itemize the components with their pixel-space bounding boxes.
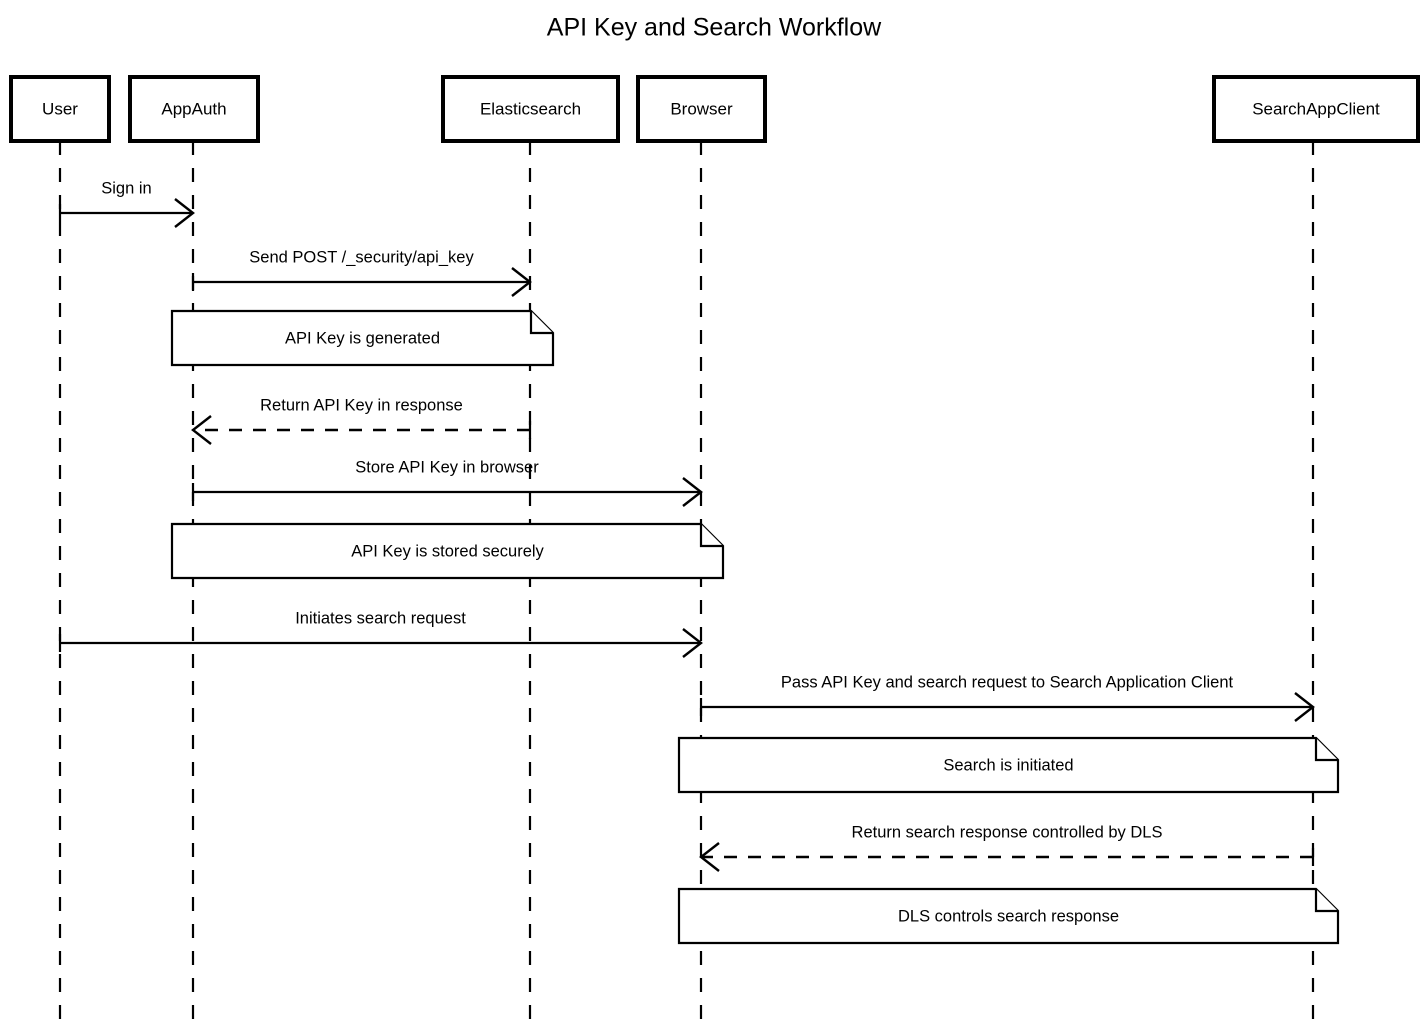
message-label-m5: Initiates search request: [295, 609, 466, 627]
message-m3: Return API Key in response: [191, 396, 532, 445]
note-fold-corner-n3: [1314, 738, 1338, 762]
message-label-m6: Pass API Key and search request to Searc…: [781, 673, 1234, 691]
participant-elastic[interactable]: Elasticsearch: [441, 75, 620, 143]
participant-box-appauth: [128, 75, 260, 143]
participant-label-elastic: Elasticsearch: [480, 99, 581, 118]
note-label-n1: API Key is generated: [285, 329, 440, 347]
message-label-m4: Store API Key in browser: [355, 458, 539, 476]
note-body-n3: [677, 736, 1340, 794]
participant-label-searchapp: SearchAppClient: [1252, 99, 1380, 118]
message-arrowhead-m6: [1294, 692, 1315, 722]
note-fold-corner-n4: [1314, 889, 1338, 913]
page-title: API Key and Search Workflow: [547, 14, 882, 42]
participant-label-user: User: [42, 99, 78, 118]
participant-label-appauth: AppAuth: [161, 99, 226, 118]
message-arrowhead-m4: [682, 477, 703, 507]
participant-searchapp[interactable]: SearchAppClient: [1212, 75, 1420, 143]
participant-label-browser: Browser: [670, 99, 733, 118]
participant-box-browser: [636, 75, 767, 143]
message-arrowhead-m5: [682, 628, 703, 658]
participant-box-elastic: [441, 75, 620, 143]
participant-user[interactable]: User: [9, 75, 111, 143]
participants-layer: User AppAuth Elasticsearch Browser SearchApp…: [9, 75, 1420, 143]
note-label-n4: DLS controls search response: [898, 907, 1119, 925]
message-m5: Initiates search request: [58, 609, 703, 658]
message-label-m2: Send POST /_security/api_key: [249, 248, 474, 266]
note-n4: DLS controls search response: [677, 887, 1340, 945]
participant-appauth[interactable]: AppAuth: [128, 75, 260, 143]
participant-box-searchapp: [1212, 75, 1420, 143]
note-label-n2: API Key is stored securely: [351, 542, 544, 560]
message-arrowhead-m1: [174, 198, 195, 228]
message-label-m7: Return search response controlled by DLS: [852, 823, 1163, 841]
message-arrowhead-m7: [699, 842, 720, 872]
message-m7: Return search response controlled by DLS: [699, 823, 1315, 872]
note-body-n2: [170, 522, 725, 580]
message-m6: Pass API Key and search request to Searc…: [699, 673, 1315, 722]
note-n3: Search is initiated: [677, 736, 1340, 794]
message-label-m1: Sign in: [101, 179, 151, 197]
note-body-n1: [170, 309, 555, 367]
messages-layer: Sign in Send POST /_security/api_keyRetur…: [58, 179, 1315, 872]
note-fold-corner-n1: [529, 311, 553, 335]
participant-box-user: [9, 75, 111, 143]
note-label-n3: Search is initiated: [943, 756, 1073, 774]
participant-browser[interactable]: Browser: [636, 75, 767, 143]
message-m2: Send POST /_security/api_key: [191, 248, 532, 297]
note-fold-corner-n2: [699, 524, 723, 548]
message-arrowhead-m3: [191, 415, 212, 445]
message-arrowhead-m2: [511, 267, 532, 297]
note-n2: API Key is stored securely: [170, 522, 725, 580]
note-n1: API Key is generated: [170, 309, 555, 367]
message-label-m3: Return API Key in response: [260, 396, 463, 414]
message-m1: Sign in: [58, 179, 195, 228]
message-m4: Store API Key in browser: [191, 458, 703, 507]
note-body-n4: [677, 887, 1340, 945]
